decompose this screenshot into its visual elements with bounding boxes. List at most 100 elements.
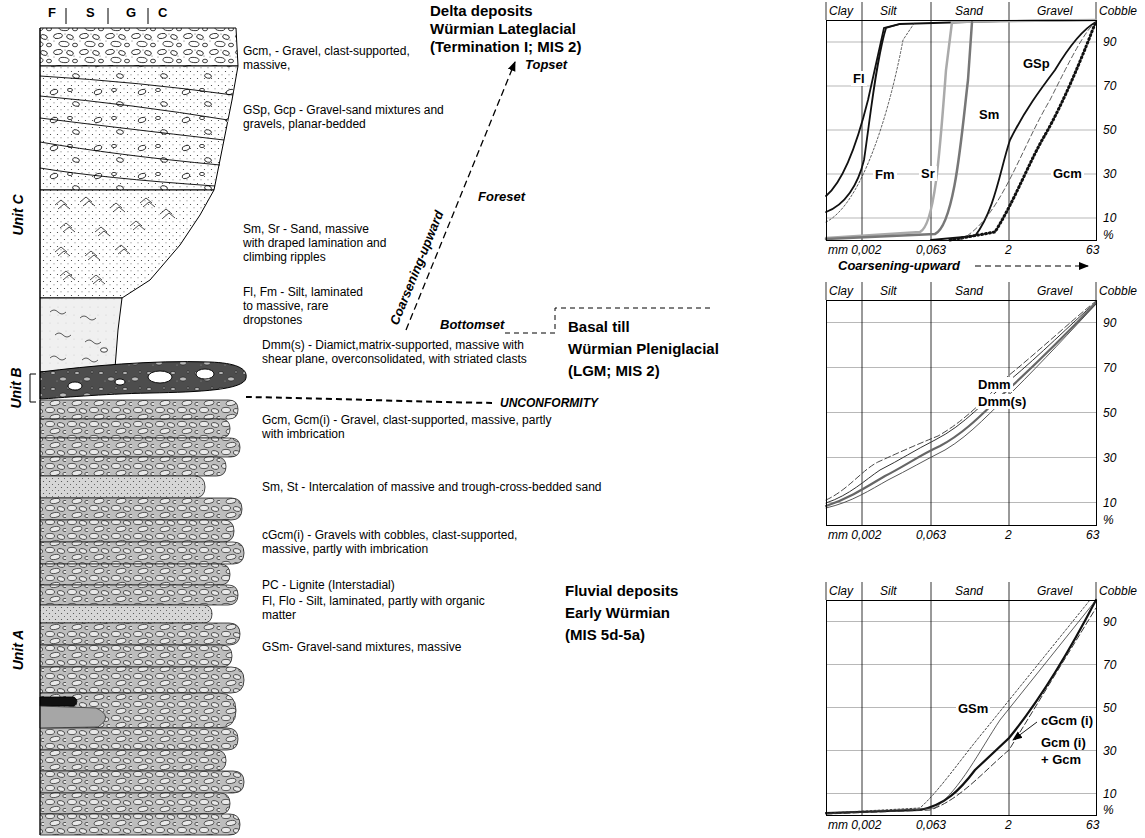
- striated-clast: [68, 382, 82, 390]
- foreset-line: [40, 118, 224, 140]
- group-heading: Early Würmian: [565, 604, 670, 621]
- unit-label: Unit A: [11, 630, 25, 671]
- foreset-line: [40, 76, 233, 95]
- striated-clast: [196, 369, 214, 379]
- striated-clast: [115, 379, 125, 385]
- curve-label: Fm: [873, 167, 897, 182]
- gravel-lobe: [40, 419, 230, 438]
- curve-label: Dmm(s): [976, 394, 1028, 409]
- facies-description: GSp, Gcp - Gravel-sand mixtures and grav…: [243, 103, 453, 131]
- axis-label: 50: [1103, 123, 1116, 137]
- grid-line: [826, 218, 1096, 219]
- axis-label: 2: [1005, 528, 1012, 542]
- gravel-lobe: [40, 728, 238, 750]
- climbing-ripple: [85, 251, 100, 260]
- grain-size-curve: [826, 22, 915, 222]
- climbing-ripple: [160, 209, 175, 218]
- axis-label: 63: [1086, 243, 1099, 257]
- facies-description: Gcm, - Gravel, clast-supported, massive,: [243, 44, 423, 72]
- climbing-ripple: [95, 227, 110, 236]
- lamination-mark: [82, 358, 98, 362]
- axis-label: mm 0,002: [828, 818, 881, 832]
- curve-label: Fl: [851, 71, 867, 86]
- axis-label: Sand: [955, 284, 983, 298]
- size-class-divider: [1096, 2, 1097, 20]
- gravel-lobe: [40, 400, 238, 419]
- axis-label: Cobble: [1099, 4, 1137, 18]
- lignite-layer: [40, 697, 77, 706]
- silt-lens: [40, 706, 106, 728]
- climbing-ripple: [130, 221, 145, 230]
- axis-label: Sand: [955, 584, 983, 598]
- axis-label: %: [1103, 513, 1114, 527]
- axis-label: Silt: [880, 584, 897, 598]
- unconformity-line: [246, 397, 495, 403]
- group-heading: Basal till: [568, 318, 630, 335]
- axis-label: Clay: [829, 4, 853, 18]
- axis-label: 90: [1103, 35, 1116, 49]
- size-class-divider: [826, 2, 827, 20]
- climbing-ripple: [60, 271, 75, 280]
- gravel-lobe: [40, 814, 240, 835]
- axis-label: mm 0,002: [828, 243, 881, 257]
- group-heading: (MIS 5d-5a): [565, 626, 645, 643]
- unit-bracket: [30, 402, 36, 403]
- axis-label: 63: [1086, 818, 1099, 832]
- size-class-divider: [1096, 582, 1097, 600]
- grid-line: [826, 750, 1096, 751]
- gravel-bed: [40, 28, 238, 66]
- leader-line: [1013, 722, 1037, 740]
- lamination-mark: [80, 316, 96, 320]
- gravel-lobe: [40, 793, 230, 814]
- grain-size-curve: [826, 20, 1096, 238]
- axis-label: Clay: [829, 284, 853, 298]
- lamination-mark: [50, 356, 66, 360]
- group-heading: (LGM; MIS 2): [568, 362, 660, 379]
- grain-size-scale: F: [48, 6, 56, 20]
- scale-tick: [66, 8, 67, 24]
- axis-label: 70: [1103, 79, 1116, 93]
- sand-lens: [40, 476, 205, 498]
- gravel-lobe: [40, 585, 238, 605]
- group-heading: Würmian Pleniglacial: [568, 340, 719, 357]
- axis-label: Gravel: [1037, 284, 1072, 298]
- curve-label: Gcm (i): [1039, 735, 1088, 750]
- grain-size-curve: [826, 600, 1096, 813]
- axis-label: Silt: [880, 284, 897, 298]
- climbing-ripple: [80, 197, 95, 206]
- lamination-mark: [85, 340, 101, 344]
- axis-label: 50: [1103, 701, 1116, 715]
- unit-label: Unit C: [11, 194, 25, 235]
- climbing-ripple: [115, 245, 130, 254]
- trend-label: Coarsening-upward: [838, 259, 960, 273]
- grid-line: [826, 621, 1096, 622]
- grid-line: [826, 367, 1096, 368]
- climbing-ripple: [55, 200, 70, 209]
- foreset-gravel: [40, 66, 238, 190]
- grain-size-curve: [826, 20, 1096, 196]
- facies-description: Gcm, Gcm(i) - Gravel, clast-supported, m…: [262, 413, 552, 441]
- grain-size-curve: [826, 600, 1090, 813]
- axis-label: Silt: [880, 4, 897, 18]
- facies-description: Sm, St - Intercalation of massive and tr…: [262, 480, 602, 494]
- trend-label: Coarsening-upward: [388, 209, 447, 327]
- grain-size-curve: [826, 304, 1096, 508]
- grain-size-curve: [826, 600, 1096, 814]
- grid-line: [826, 664, 1096, 665]
- axis-label: 10: [1103, 787, 1116, 801]
- grain-size-curve: [826, 608, 1096, 814]
- size-class-divider: [826, 582, 827, 600]
- grain-size-chart: GSmcGcm (i)Gcm (i)+ Gcm: [826, 600, 1097, 816]
- grain-size-chart: FlFmSrSmGSpGcm: [826, 20, 1097, 241]
- axis-label: Clay: [829, 584, 853, 598]
- group-heading: Delta deposits: [430, 2, 533, 19]
- unit-label: Unit B: [9, 367, 23, 408]
- axis-label: 50: [1103, 406, 1116, 420]
- gravel-lobe: [40, 667, 244, 693]
- foreset-line: [40, 168, 215, 186]
- gravel-lobe: [40, 457, 226, 476]
- axis-label: 2: [1005, 818, 1012, 832]
- facies-description: Dmm(s) - Diamict,matrix-supported, massi…: [262, 338, 552, 366]
- size-class-divider: [931, 582, 932, 815]
- facies-description: cGcm(i) - Gravels with cobbles, clast-su…: [262, 528, 552, 556]
